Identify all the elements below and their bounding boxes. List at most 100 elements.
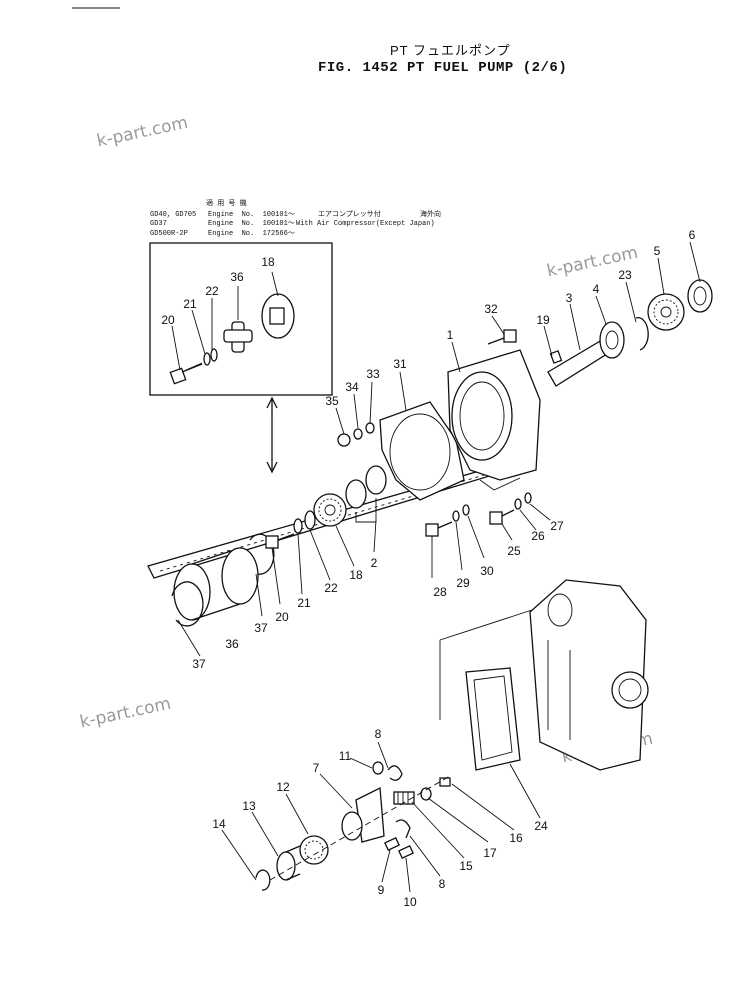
callout-number: 7 [312, 761, 320, 775]
callout-number: 2 [370, 556, 378, 570]
callout-number: 14 [212, 817, 226, 831]
callout-number: 34 [345, 380, 359, 394]
callout-number: 29 [456, 576, 470, 590]
leader-bracket [479, 477, 521, 491]
pump-body-part [529, 579, 649, 771]
callout-number: 25 [507, 544, 521, 558]
nut-part [372, 761, 384, 775]
callout-number: 17 [483, 846, 497, 860]
clip-part [395, 819, 411, 839]
center-line [269, 775, 451, 881]
callout-number: 23 [618, 268, 632, 282]
bolt-part [425, 521, 453, 537]
inset-frame [149, 242, 333, 396]
callout-number: 21 [297, 596, 311, 610]
callout-number: 32 [484, 302, 498, 316]
washer-part [293, 518, 303, 534]
callout-number: 4 [592, 282, 600, 296]
double-arrow [266, 396, 278, 474]
callout-number: 28 [433, 585, 447, 599]
gear-part [647, 293, 685, 331]
callout-number: 15 [459, 859, 473, 873]
snap-ring-part [171, 581, 204, 627]
nut-part [337, 433, 351, 447]
applicability-model: GD40, GD705 [150, 211, 197, 219]
fitting-part [439, 777, 451, 787]
applicability-engine: Engine No. 100101～ [208, 211, 295, 219]
applicability-engine: Engine No. 172566～ [208, 230, 295, 238]
callout-number: 11 [338, 749, 352, 763]
shaft-part [547, 339, 611, 387]
bolt-part [489, 509, 515, 525]
bearing-part [345, 479, 367, 509]
sleeve-part [173, 547, 259, 621]
applicability-model: GD37 [150, 220, 167, 228]
pin-part [384, 836, 414, 860]
leader-bracket [355, 498, 377, 523]
callout-number: 36 [230, 270, 244, 284]
washer-part [452, 510, 460, 522]
bracket-part [341, 786, 385, 843]
callout-number: 6 [688, 228, 696, 242]
applicability-region: 海外向 [420, 211, 441, 219]
snap-ring-part [635, 317, 649, 351]
callout-number: 19 [536, 313, 550, 327]
spring-part [393, 791, 415, 805]
washer-part [514, 498, 522, 510]
bolt-part [487, 329, 517, 345]
callout-number: 3 [565, 291, 573, 305]
callout-number: 9 [377, 883, 385, 897]
applicability-engine: Engine No. 100101～ [208, 220, 295, 228]
callout-number: 26 [531, 529, 545, 543]
bolt-part [169, 362, 203, 385]
gasket-part [379, 401, 465, 501]
callout-number: 1 [446, 328, 454, 342]
callout-number: 13 [242, 799, 256, 813]
callout-number: 33 [366, 367, 380, 381]
bearing-part [365, 465, 387, 495]
washer-part [462, 504, 470, 516]
callout-number: 37 [254, 621, 268, 635]
clip-part [387, 765, 403, 781]
coupling-part [261, 293, 295, 339]
washer-part [210, 348, 218, 362]
bearing-part [599, 321, 625, 359]
callout-number: 21 [183, 297, 197, 311]
callout-number: 27 [550, 519, 564, 533]
snap-ring-part [255, 869, 271, 891]
applicability-model: GD500R-2P [150, 230, 188, 238]
gear-part [299, 835, 329, 865]
washer-part [365, 422, 375, 434]
callout-number: 8 [374, 727, 382, 741]
callout-number: 20 [161, 313, 175, 327]
callout-number: 35 [325, 394, 339, 408]
bushing-part [276, 845, 301, 881]
callout-number: 22 [205, 284, 219, 298]
gear-part [687, 279, 713, 313]
callout-number: 37 [192, 657, 206, 671]
washer-part [420, 787, 432, 801]
washer-part [304, 510, 316, 530]
washer-part [203, 352, 211, 366]
callout-number: 5 [653, 244, 661, 258]
applicability-heading: 適 用 号 機 [206, 200, 247, 208]
washer-part [524, 492, 532, 504]
callout-number: 31 [393, 357, 407, 371]
applicability-note: With Air Compressor(Except Japan) [296, 220, 435, 228]
callout-number: 8 [438, 877, 446, 891]
leader-lines [171, 241, 701, 893]
callout-number: 18 [349, 568, 363, 582]
pump-housing-part [447, 349, 541, 481]
callout-number: 36 [225, 637, 239, 651]
callout-number: 24 [534, 819, 548, 833]
gear-part [313, 493, 347, 527]
callout-number: 10 [403, 895, 417, 909]
callout-number: 20 [275, 610, 289, 624]
coupling-spider-part [223, 321, 253, 353]
callout-number: 18 [261, 255, 275, 269]
figure-title: FIG. 1452 PT FUEL PUMP (2/6) [318, 60, 568, 76]
figure-title-japanese: PT フュエルポンプ [390, 43, 511, 58]
washer-part [353, 428, 363, 440]
callout-number: 22 [324, 581, 338, 595]
